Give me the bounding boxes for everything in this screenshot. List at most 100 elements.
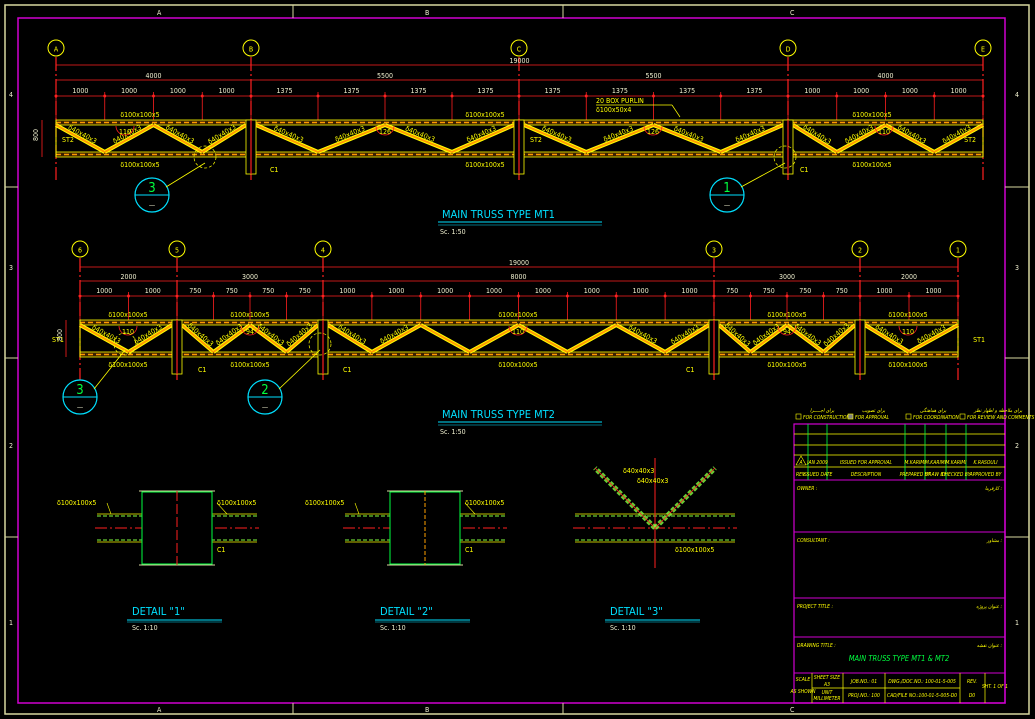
drawing-label-fa: عنوان نقشه : [977, 643, 1003, 649]
detail-scale: Sc. 1:10 [610, 624, 636, 632]
diagonal-member-fill [469, 324, 519, 353]
panel-dimension: 1000 [584, 287, 600, 295]
revision-header: DRAW BY [925, 472, 947, 478]
title-block-scale-lbl: SCALE [796, 677, 811, 683]
panel-dimension: 1000 [951, 87, 967, 95]
panel-dimension: 750 [189, 287, 201, 295]
diagonal-member-fill [864, 324, 910, 353]
title-block-unit-lbl: UNIT [822, 690, 834, 696]
grid-label: 4 [321, 247, 325, 255]
detail-label: C1 [217, 546, 225, 554]
diagonal-member-fill [933, 124, 984, 153]
detail-leader [278, 349, 321, 390]
panel-dimension: 1000 [437, 287, 453, 295]
status-label: FOR CONSTRUCTION [803, 415, 851, 421]
diagonal-member-fill [664, 324, 710, 353]
panel-dimension: 1375 [746, 87, 762, 95]
dimension-tick [858, 294, 862, 298]
grid-label: C [517, 46, 522, 54]
panel-dimension: 750 [726, 287, 738, 295]
detail-callout-number: 3 [148, 181, 155, 196]
revision-header: CHECKED BY [942, 472, 972, 478]
consultant-label: CONSULTANT : [797, 538, 830, 544]
height-dimension: 800 [56, 329, 64, 341]
diagonal-member-fill [127, 324, 173, 353]
owner-label: OWNER : [797, 486, 818, 492]
status-checkbox[interactable] [847, 413, 854, 420]
column-label: A [157, 706, 162, 714]
grid-bubble [974, 39, 992, 57]
angle-arc [508, 325, 528, 336]
bottom-chord-label: δ100x100x5 [230, 361, 269, 369]
dimension-tick [103, 94, 107, 98]
grid-label: B [249, 46, 253, 54]
title-block-cad: CAD/FILE NO.:100-01-5-005-D0 [887, 693, 957, 699]
column-label: B [425, 706, 429, 714]
detail-column [141, 491, 213, 565]
grid-bubble [47, 39, 65, 57]
dimension-tick [981, 94, 985, 98]
detail-leader [464, 502, 476, 515]
row-label: 3 [9, 264, 13, 272]
dimension-tick [907, 294, 911, 298]
title-block-job: JOB.NO.: 01 [850, 679, 877, 685]
column-label: C1 [270, 166, 278, 174]
status-checkbox[interactable] [795, 413, 802, 420]
status-label-fa: برای اجـــــرا [810, 408, 835, 414]
title-block-rev-lbl: REV. [967, 679, 977, 685]
diagonal-member-fill [153, 124, 203, 153]
mt1-scale: Sc. 1:50 [440, 228, 466, 236]
project-label-fa: عنوان پروژه : [976, 604, 1002, 610]
diagonal-member-fill [786, 324, 825, 353]
column-label: C1 [800, 166, 808, 174]
panel-dimension: 750 [226, 287, 238, 295]
diagonal-member-fill [55, 124, 106, 153]
column-label: C1 [343, 366, 351, 374]
status-checkbox[interactable] [959, 413, 966, 420]
panel-dimension: 750 [799, 287, 811, 295]
diagonal-member-fill [327, 324, 373, 353]
detail-label: δ40x40x3 [637, 477, 668, 485]
status-checkbox[interactable] [905, 413, 912, 420]
diagonal-member-fill [908, 324, 959, 353]
column-label: C1 [686, 366, 694, 374]
revision-cell: M.KARIMI [905, 460, 927, 466]
bottom-chord-label: δ100x100x5 [498, 361, 537, 369]
title-block-unit-val: MILLIMETER [814, 696, 841, 702]
revision-cell: A [798, 460, 802, 466]
grid-label: 5 [175, 247, 179, 255]
dimension-tick [835, 94, 839, 98]
bay-dimension: 2000 [120, 273, 136, 281]
revision-cell: M.KARIMI [946, 460, 968, 466]
panel-dimension: 1000 [96, 287, 112, 295]
row-label: 1 [9, 619, 13, 627]
grid-label: 2 [858, 247, 862, 255]
panel-dimension: 750 [262, 287, 274, 295]
detail-leader [216, 502, 228, 515]
detail-diagonal-centerline [594, 467, 656, 529]
diagonal-label: δ40x40x3 [186, 322, 215, 348]
angle-arc [115, 125, 135, 136]
dimension-tick [584, 94, 588, 98]
row-label: 3 [1015, 264, 1019, 272]
panel-dimension: 1375 [410, 87, 426, 95]
owner-label-fa: کارفرما : [985, 486, 1003, 492]
grid-bubble [314, 240, 332, 258]
angle-label: 126 [379, 128, 391, 136]
top-chord-label: δ100x100x5 [108, 311, 147, 319]
grid-label: E [981, 46, 985, 54]
height-dimension: 800 [32, 129, 40, 141]
diagonal-member-fill [420, 324, 471, 353]
detail-scale: Sc. 1:10 [380, 624, 406, 632]
detail-callout-sub: — [724, 201, 730, 209]
grid-bubble [168, 240, 186, 258]
diagonal-member-fill [285, 324, 319, 353]
detail-callout-number: 2 [261, 383, 268, 398]
overall-dimension: 19000 [509, 259, 529, 267]
dimension-tick [316, 94, 320, 98]
panel-dimension: 1375 [612, 87, 628, 95]
bottom-chord-label: δ100x100x5 [852, 161, 891, 169]
inner-frame [17, 17, 1006, 704]
bottom-chord-label: δ100x100x5 [108, 361, 147, 369]
